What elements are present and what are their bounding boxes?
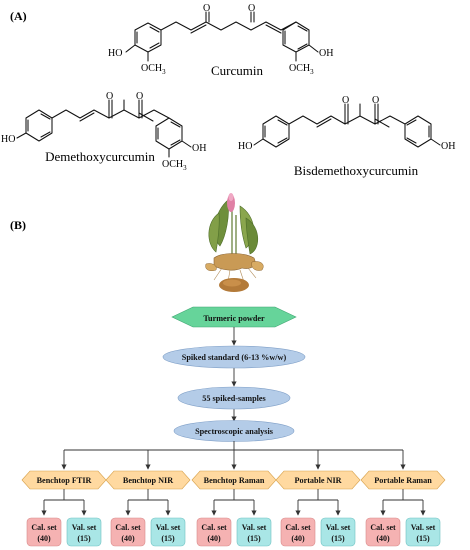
cal-set-label: Cal. set — [31, 523, 57, 532]
bisdemethoxy-oxygen-1: O — [342, 95, 349, 106]
curcumin-oh: OH — [319, 48, 333, 59]
turmeric-powder-label: Turmeric powder — [203, 314, 265, 323]
step-spiked-samples — [177, 386, 291, 410]
bisdemethoxy-ho: HO — [238, 141, 252, 152]
cal-set-box — [110, 517, 146, 547]
cal-set-box — [196, 517, 232, 547]
val-set-count: (15) — [331, 534, 345, 543]
cal-set-label: Cal. set — [285, 523, 311, 532]
demethoxycurcumin-structure: O O HO OCH3 OH Demethoxycurcumin — [1, 91, 206, 172]
turmeric-powder-node — [171, 306, 297, 328]
val-set-label: Val. set — [326, 523, 351, 532]
val-set-label: Val. set — [156, 523, 181, 532]
curcumin-oxygen-1: O — [203, 3, 210, 14]
curcumin-och3-left: OCH3 — [141, 63, 166, 76]
turmeric-plant-illustration — [205, 193, 264, 283]
val-set-box — [405, 517, 441, 547]
instrument-benchtop-raman: Benchtop Raman Cal. set (40) Val. set (1… — [191, 470, 277, 547]
panel-b-label: (B) — [10, 218, 26, 232]
val-set-count: (15) — [77, 534, 91, 543]
instrument-portable-raman: Portable Raman Cal. set (40) Val. set (1… — [360, 470, 446, 547]
demethoxy-och3: OCH3 — [162, 159, 187, 172]
cal-set-count: (40) — [121, 534, 135, 543]
instrument-name: Benchtop Raman — [204, 476, 265, 485]
curcumin-och3-right: OCH3 — [289, 63, 314, 76]
val-set-label: Val. set — [411, 523, 436, 532]
val-set-box — [66, 517, 102, 547]
demethoxycurcumin-name: Demethoxycurcumin — [45, 149, 155, 164]
cal-set-box — [280, 517, 316, 547]
demethoxy-oxygen-1: O — [106, 91, 113, 102]
demethoxy-oxygen-2: O — [136, 91, 143, 102]
curcumin-oxygen-2: O — [248, 3, 255, 14]
demethoxy-oh: OH — [192, 143, 206, 154]
instrument-name: Benchtop NIR — [123, 476, 173, 485]
curcumin-name: Curcumin — [211, 63, 263, 78]
cal-set-label: Cal. set — [115, 523, 141, 532]
step-spiked-standard — [162, 345, 306, 369]
cal-set-count: (40) — [291, 534, 305, 543]
cal-set-box — [26, 517, 62, 547]
val-set-box — [236, 517, 272, 547]
panel-a-label: (A) — [10, 9, 27, 23]
bisdemethoxy-oxygen-2: O — [372, 95, 379, 106]
instrument-name: Portable Raman — [374, 476, 432, 485]
val-set-count: (15) — [161, 534, 175, 543]
step-spectroscopic-analysis-label: Spectroscopic analysis — [195, 427, 273, 436]
cal-set-count: (40) — [207, 534, 221, 543]
instrument-benchtop-nir: Benchtop NIR Cal. set (40) Val. set (15) — [105, 470, 191, 547]
val-set-count: (15) — [247, 534, 261, 543]
curcumin-structure: O O HO OCH3 OH OCH3 Curcumin — [108, 3, 333, 78]
val-set-box — [320, 517, 356, 547]
instrument-portable-nir: Portable NIR Cal. set (40) Val. set (15) — [275, 470, 361, 547]
bisdemethoxycurcumin-structure: O O HO OH Bisdemethoxycurcumin — [238, 95, 455, 178]
bisdemethoxy-oh: OH — [441, 141, 455, 152]
val-set-box — [150, 517, 186, 547]
cal-set-label: Cal. set — [370, 523, 396, 532]
instrument-name: Portable NIR — [294, 476, 341, 485]
branch-connectors — [61, 441, 406, 470]
val-set-count: (15) — [416, 534, 430, 543]
curcumin-ho: HO — [108, 48, 122, 59]
cal-set-box — [365, 517, 401, 547]
cal-set-count: (40) — [37, 534, 51, 543]
instrument-name: Benchtop FTIR — [37, 476, 92, 485]
turmeric-powder-highlight — [223, 279, 241, 287]
val-set-label: Val. set — [242, 523, 267, 532]
step-spiked-standard-label: Spiked standard (6-13 %w/w) — [182, 353, 287, 362]
cal-set-label: Cal. set — [201, 523, 227, 532]
instrument-benchtop-ftir: Benchtop FTIR Cal. set (40) Val. set (15… — [21, 470, 107, 547]
demethoxy-ho: HO — [1, 134, 15, 145]
val-set-label: Val. set — [72, 523, 97, 532]
bisdemethoxycurcumin-name: Bisdemethoxycurcumin — [294, 163, 419, 178]
step-spiked-samples-label: 55 spiked-samples — [202, 394, 265, 403]
cal-set-count: (40) — [376, 534, 390, 543]
